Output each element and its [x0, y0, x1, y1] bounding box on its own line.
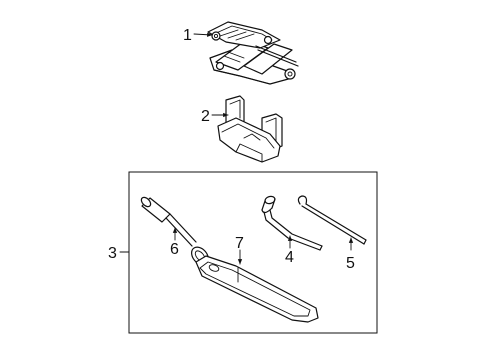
tool-kit-frame	[128, 171, 378, 334]
scissor-jack	[207, 21, 299, 85]
tool-bag	[195, 255, 319, 323]
leader-lines	[119, 32, 354, 265]
jack-rod	[297, 195, 367, 245]
callout-2: 2	[201, 108, 210, 125]
callout-1: 1	[183, 27, 192, 44]
callout-3: 3	[108, 245, 117, 262]
callout-4: 4	[285, 249, 294, 266]
leader-1	[193, 32, 213, 37]
callout-6: 6	[170, 241, 179, 258]
jack-holder	[217, 95, 283, 163]
callout-5: 5	[346, 255, 355, 272]
jack-handle	[261, 195, 323, 251]
callout-7: 7	[235, 235, 244, 252]
